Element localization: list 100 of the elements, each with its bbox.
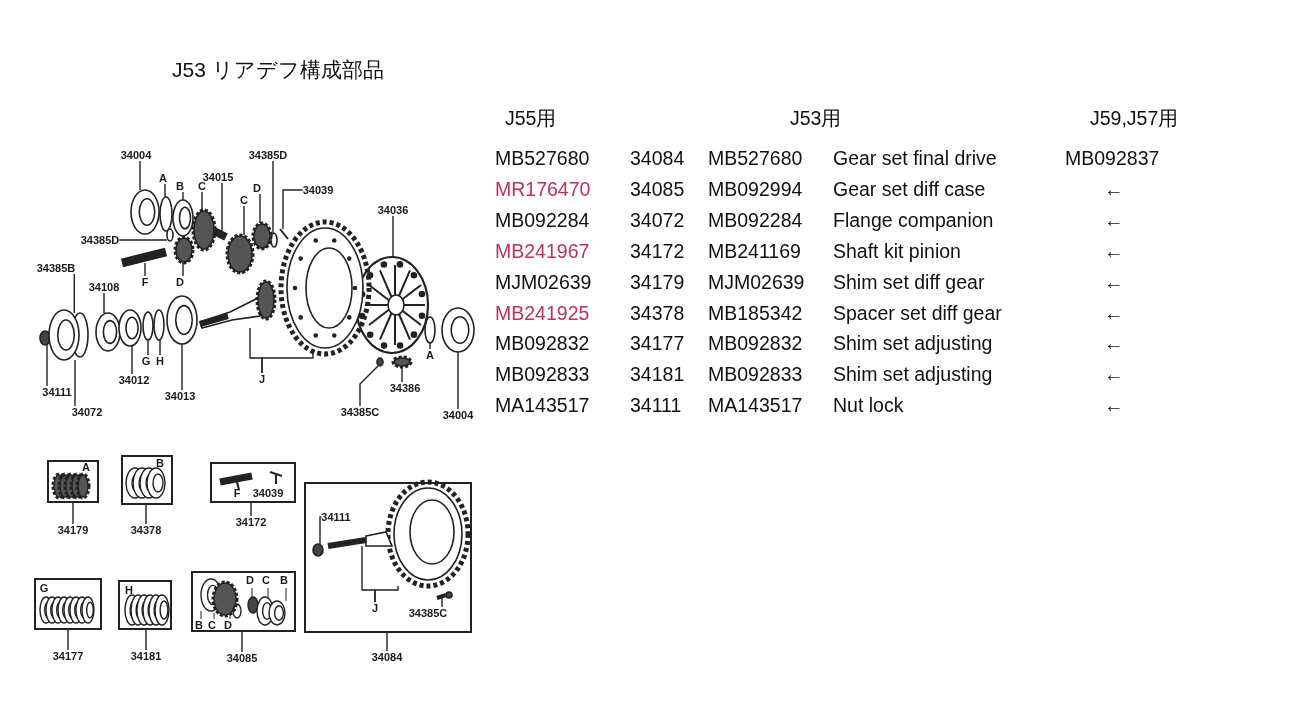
callout-label: 34385C [408, 607, 448, 619]
leader-line [74, 359, 76, 407]
same-as-arrow: ← [1104, 394, 1124, 417]
same-as-arrow: ← [1104, 301, 1124, 324]
part-number: MA143517 [495, 394, 590, 417]
leader-line [144, 262, 146, 277]
kit-box [118, 580, 172, 630]
leader-line [319, 516, 322, 545]
leader-line [401, 366, 403, 383]
flange [48, 309, 80, 361]
title: J53 リアデフ構成部品 [172, 57, 384, 83]
part-number: 34179 [630, 270, 685, 293]
callout-label: 34084 [371, 651, 403, 663]
same-as-arrow: ← [1104, 270, 1124, 293]
callout-label: 34039 [302, 184, 334, 196]
callout-label: D [253, 182, 261, 194]
kit-box [121, 455, 173, 505]
part-number: MB092284 [495, 208, 590, 231]
callout-label: 34378 [130, 524, 162, 536]
washer [270, 232, 278, 248]
same-as-arrow: ← [1104, 239, 1124, 262]
callout-label: F [141, 276, 149, 288]
oil-seal [95, 312, 121, 352]
pinion-shaft [199, 279, 277, 329]
leader-line [441, 597, 443, 608]
leader-line [282, 189, 304, 230]
callout-label: 34004 [442, 409, 474, 421]
part-number: MB092833 [708, 363, 803, 386]
callout-label: 34015 [202, 171, 234, 183]
kit-box [34, 578, 102, 630]
callout-label: F [233, 487, 241, 499]
bolt [376, 357, 384, 367]
leader-line [429, 342, 431, 350]
callout-label: A [82, 461, 90, 473]
spacer-ring [172, 199, 194, 237]
part-number: 34177 [630, 332, 685, 355]
column-header: J53用 [790, 107, 842, 129]
part-number: MR176470 [495, 177, 591, 200]
callout-label: 34179 [57, 524, 89, 536]
leader-line [243, 205, 245, 236]
leader-line [139, 160, 141, 191]
callout-label: 34385D [248, 149, 288, 161]
callout-label: G [141, 355, 151, 367]
shim-ring [159, 196, 173, 232]
bearing [166, 295, 198, 345]
callout-label: G [39, 582, 49, 594]
callout-label: 34386 [389, 382, 421, 394]
shim-ring [142, 311, 154, 341]
callout-label: 34385D [80, 234, 120, 246]
callout-label: 34072 [71, 406, 103, 418]
same-as-arrow: ← [1104, 363, 1124, 386]
leader-line [392, 215, 394, 258]
pinion-shaft [327, 531, 394, 549]
bracket-line [374, 585, 399, 603]
kit-box [210, 462, 296, 503]
part-number: 34085 [630, 177, 685, 200]
part-description: Spacer set diff gear [833, 301, 1002, 324]
callout-label: A [426, 349, 434, 361]
part-number: MB092837 [1065, 147, 1160, 169]
callout-label: 34181 [130, 650, 162, 662]
part-number: 34378 [630, 301, 685, 324]
callout-label: 34177 [52, 650, 84, 662]
leader-line [272, 160, 274, 234]
part-number: MJM02639 [708, 270, 805, 293]
callout-label: D [246, 574, 254, 586]
callout-label: C [262, 574, 270, 586]
part-description: Shim set adjusting [833, 332, 993, 355]
callout-label: 34111 [321, 511, 351, 523]
callout-label: J [258, 373, 266, 385]
callout-label: 34385B [36, 262, 76, 274]
leader-line [103, 292, 105, 314]
callout-label: H [156, 355, 164, 367]
part-number: MB092832 [495, 332, 590, 355]
bolt [436, 591, 453, 600]
washer [166, 228, 174, 242]
shim-ring [424, 316, 436, 344]
callout-label: C [240, 194, 248, 206]
callout-label: 34039 [252, 487, 284, 499]
callout-label: 34004 [120, 149, 152, 161]
part-number: MB185342 [708, 301, 803, 324]
part-number: 34172 [630, 239, 685, 262]
leader-line [241, 631, 243, 653]
callout-label: D [176, 276, 184, 288]
callout-label: 34036 [377, 204, 409, 216]
part-number: MB241967 [495, 239, 590, 262]
bearing [130, 189, 160, 235]
leader-line [457, 351, 459, 410]
part-number: MJM02639 [495, 270, 592, 293]
leader-line [201, 191, 203, 211]
leader-line [386, 632, 388, 652]
same-as-arrow: ← [1104, 332, 1124, 355]
leader-line [118, 239, 168, 241]
leader-line [73, 273, 75, 314]
leader-line [131, 345, 133, 375]
part-description: Gear set final drive [833, 147, 997, 169]
part-number: MB527680 [708, 147, 803, 169]
kit-box [191, 571, 296, 632]
part-number: MB527680 [495, 147, 590, 169]
leader-line [147, 339, 149, 356]
pin [279, 228, 289, 240]
